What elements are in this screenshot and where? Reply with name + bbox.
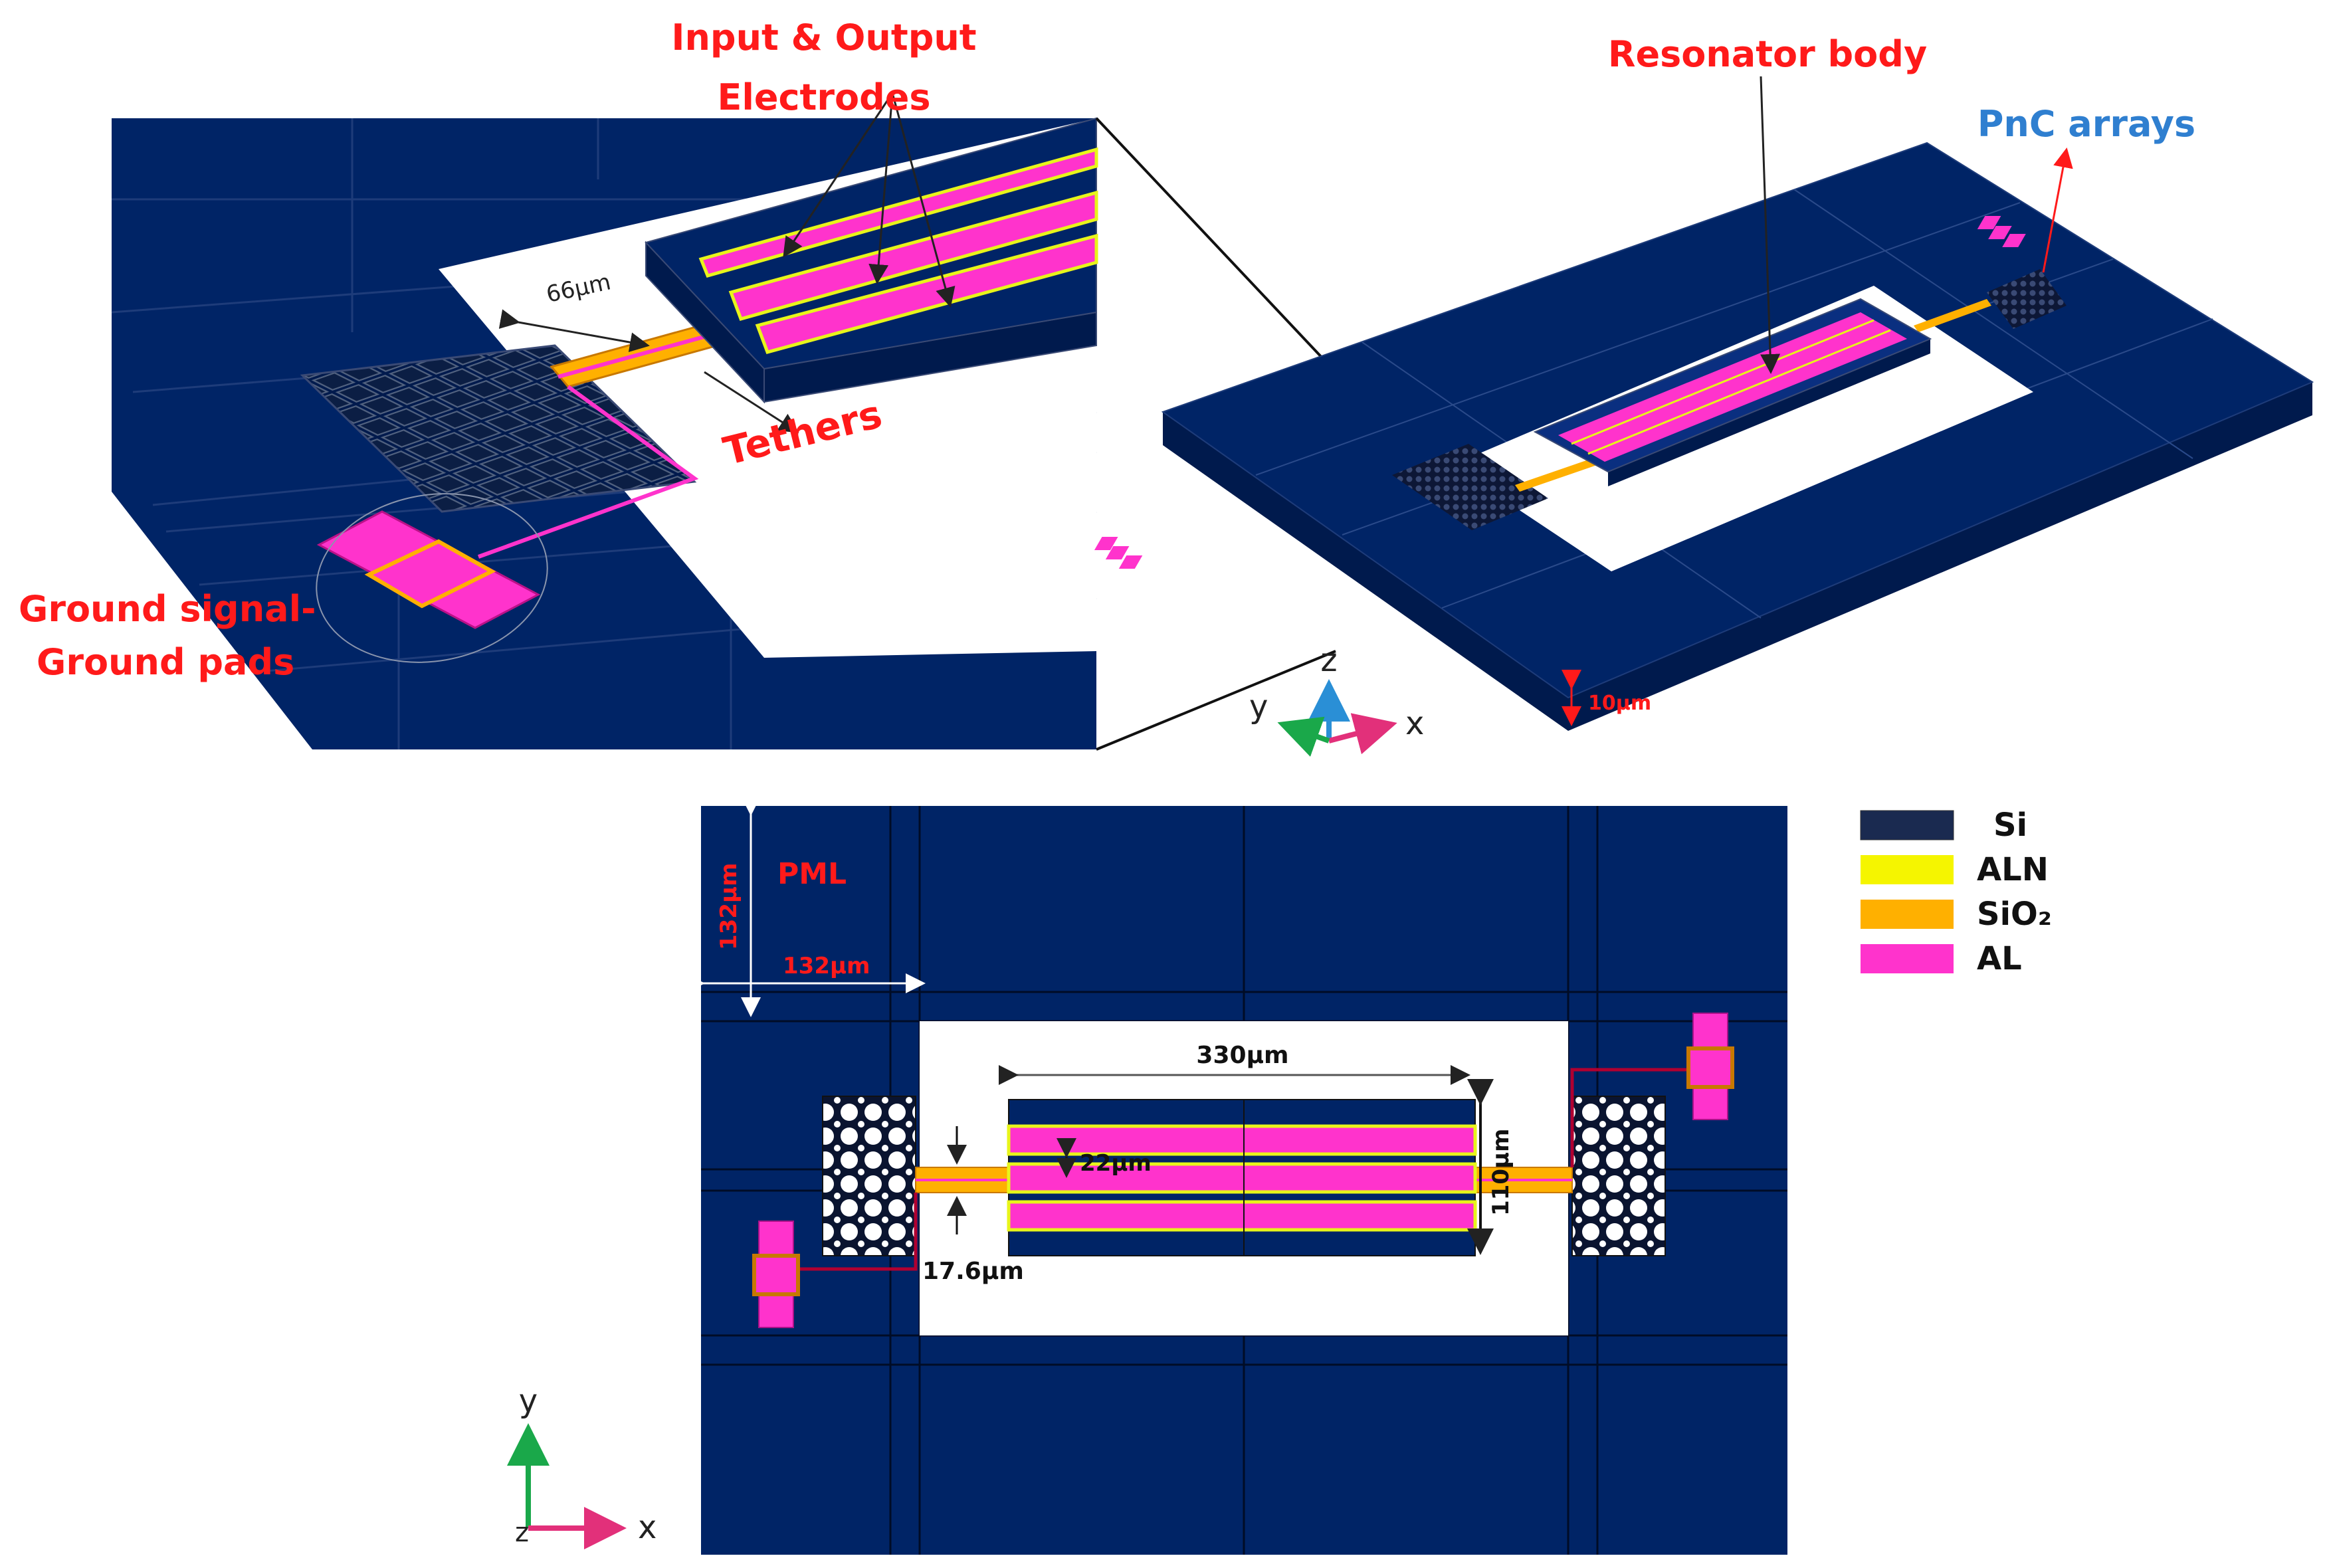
legend: Si ALN SiO₂ AL — [1860, 807, 2052, 977]
dim-tether-width: 17.6µm — [922, 1258, 1024, 1285]
dim-body-length: 330µm — [1196, 1042, 1288, 1069]
top-pad-right-center — [1686, 1046, 1734, 1089]
axis-label-z: z — [1320, 642, 1337, 679]
axis-triad-icon — [507, 1423, 627, 1549]
top-electrode-1 — [1007, 1124, 1477, 1156]
iso-pad-right-2 — [1988, 226, 2012, 239]
iso-substrate-right — [1568, 382, 2312, 731]
axis-label-x-bottom: x — [638, 1509, 657, 1546]
legend-swatch-al — [1861, 944, 1954, 973]
legend-swatch-sio2 — [1861, 900, 1954, 929]
iso-pad-left-3 — [1118, 555, 1143, 569]
axis-label-y-bottom: y — [519, 1383, 538, 1420]
zoom-routing-trace — [477, 385, 699, 559]
top-trace-right — [1570, 1068, 1691, 1167]
top-pnc-left — [822, 1096, 916, 1256]
top-electrode-2 — [1007, 1162, 1477, 1194]
label-gsg-1: Ground signal- — [19, 588, 316, 630]
legend-swatch-aln — [1861, 855, 1954, 884]
label-electrodes-1: Input & Output — [671, 17, 976, 58]
top-pad-left-center — [752, 1254, 800, 1296]
zoom-pad-center — [364, 539, 496, 609]
label-electrodes-2: Electrodes — [718, 76, 931, 118]
full-3d-view — [1094, 76, 2314, 731]
iso-pad-right-1 — [1977, 216, 2001, 229]
dim-body-width: 110µm — [1488, 1129, 1514, 1216]
label-pml: PML — [777, 857, 847, 891]
axis-label-y: y — [1249, 688, 1268, 726]
legend-label-sio2: SiO₂ — [1977, 896, 2052, 933]
dim-pml-height: 132µm — [716, 863, 742, 950]
zoomed-3d-view — [111, 92, 1098, 749]
dim-electrode-gap: 22µm — [1080, 1150, 1152, 1177]
iso-body-side — [1608, 339, 1930, 486]
iso-pnc-right — [1987, 269, 2067, 329]
top-pnc-right — [1571, 1096, 1666, 1256]
axis-label-x: x — [1405, 705, 1424, 742]
iso-tether-right — [1914, 299, 1991, 332]
iso-pad-left-1 — [1094, 537, 1118, 550]
zoom-connector-bottom — [1096, 650, 1336, 751]
axis-triad-icon — [1277, 679, 1397, 757]
top-trace-left — [797, 1193, 918, 1271]
dim-pml-width: 132µm — [783, 953, 870, 979]
iso-pad-right-3 — [2002, 234, 2026, 247]
label-gsg-2: Ground pads — [37, 641, 294, 683]
iso-substrate-front — [1163, 412, 1568, 731]
iso-pnc-left — [1392, 444, 1548, 530]
dim-substrate-thickness: 10µm — [1588, 692, 1651, 715]
top-electrode-3 — [1007, 1200, 1477, 1232]
iso-pad-left-2 — [1105, 546, 1130, 559]
label-resonator-body: Resonator body — [1608, 33, 1927, 75]
label-pnc-arrays: PnC arrays — [1977, 103, 2195, 145]
legend-label-si: Si — [1993, 807, 2027, 844]
zoom-electrode-2 — [728, 190, 1098, 322]
zoom-connector-top — [1095, 117, 1337, 373]
axis-label-z-bottom: z — [515, 1518, 529, 1548]
legend-label-aln: ALN — [1977, 851, 2049, 888]
zoom-pnc-array — [300, 344, 697, 513]
iso-electrodes — [1558, 312, 1907, 462]
zoom-electrode-3 — [755, 233, 1098, 355]
legend-swatch-si — [1860, 810, 1954, 840]
zoom-pad-highlight — [316, 493, 548, 663]
top-view — [685, 796, 1787, 1555]
legend-label-al: AL — [1977, 940, 2022, 977]
